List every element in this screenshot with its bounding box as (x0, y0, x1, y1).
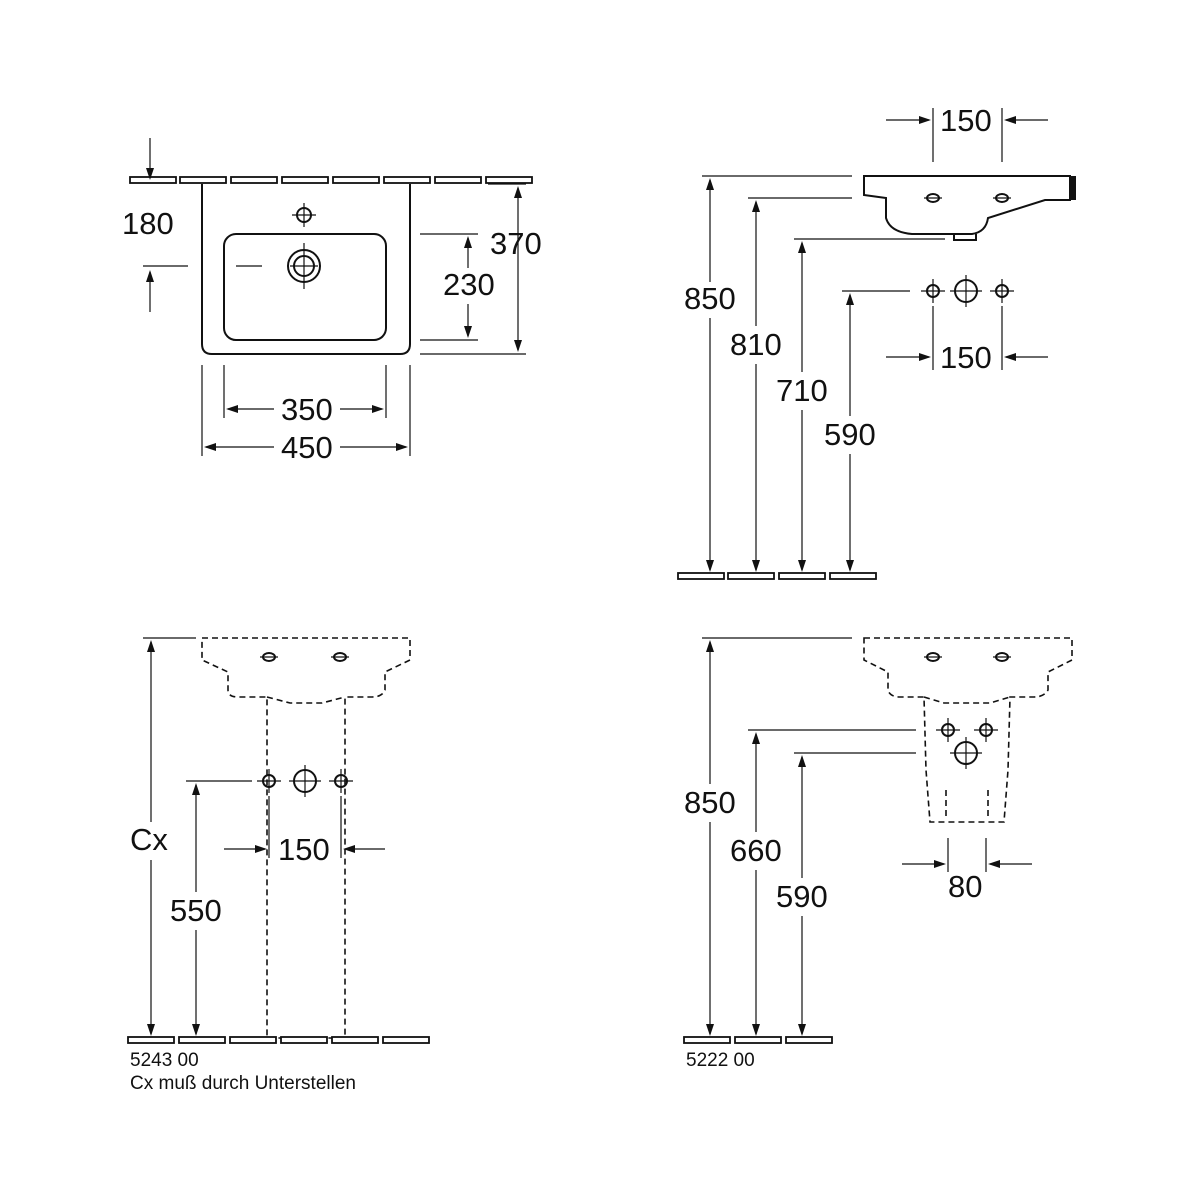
floor-strip (127, 1036, 430, 1044)
dim-80: 80 (948, 869, 982, 904)
dim-230: 230 (443, 267, 495, 302)
water-connection-icon (257, 769, 281, 793)
top-view: 180 370 230 350 450 (122, 138, 542, 465)
pedestal-view: 150 Cx 550 5243 00 Cx muß durch Unterste… (127, 637, 430, 1094)
waste-connection-icon (950, 275, 982, 307)
tap-hole-icon (993, 193, 1011, 203)
dim-550: 550 (170, 893, 222, 928)
dim-850: 850 (684, 281, 736, 316)
floor-strip (677, 572, 877, 580)
dim-590: 590 (776, 879, 828, 914)
wall-strip (129, 176, 533, 184)
floor-strip (683, 1036, 833, 1044)
dim-cx: Cx (130, 822, 168, 857)
basin-outline (201, 184, 411, 355)
tap-hole-icon (924, 193, 942, 203)
dim-150-top: 150 (940, 103, 992, 138)
tap-hole-icon (292, 203, 316, 227)
dim-810: 810 (730, 327, 782, 362)
dim-150: 150 (278, 832, 330, 867)
dim-850: 850 (684, 785, 736, 820)
drain-icon (236, 243, 321, 289)
tap-hole-icon (924, 652, 942, 662)
side-view: 150 (677, 103, 1076, 580)
waste-connection-icon (950, 737, 982, 769)
waste-connection-icon (289, 765, 321, 797)
tap-hole-icon (331, 652, 349, 662)
basin-profile (863, 175, 1076, 241)
dim-710: 710 (776, 373, 828, 408)
dim-180: 180 (122, 206, 174, 241)
water-connection-icon (990, 279, 1014, 303)
dim-150-bottom: 150 (940, 340, 992, 375)
dim-660: 660 (730, 833, 782, 868)
tap-hole-icon (260, 652, 278, 662)
dim-590: 590 (824, 417, 876, 452)
installation-note: Cx muß durch Unterstellen (130, 1073, 356, 1094)
water-connection-icon (936, 718, 960, 742)
bowl-outline (223, 233, 387, 341)
water-connection-icon (974, 718, 998, 742)
dim-450: 450 (281, 430, 333, 465)
water-connection-icon (329, 769, 353, 793)
water-connection-icon (921, 279, 945, 303)
basin-dashed-outline (863, 637, 1073, 823)
article-number: 5222 00 (686, 1050, 755, 1071)
dim-370: 370 (490, 226, 542, 261)
tap-hole-icon (993, 652, 1011, 662)
dim-350: 350 (281, 392, 333, 427)
semi-pedestal-view: 80 850 660 590 5222 00 (683, 637, 1073, 1071)
article-number: 5243 00 (130, 1050, 199, 1071)
